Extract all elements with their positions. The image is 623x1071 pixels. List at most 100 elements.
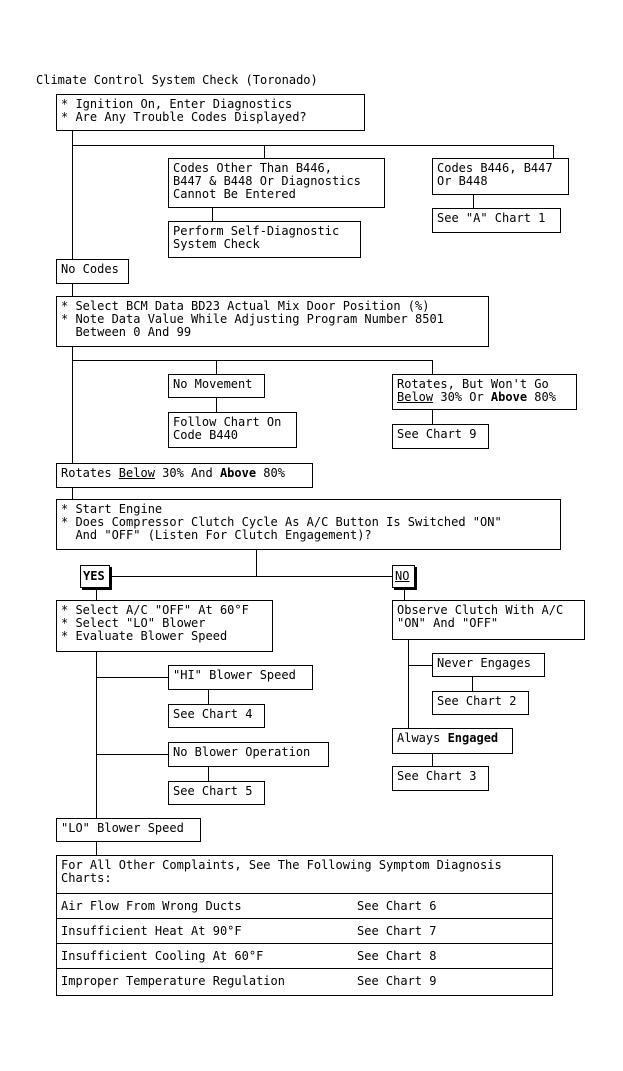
chart-ref-cell: See Chart 6 — [357, 899, 437, 913]
connector — [472, 677, 473, 691]
no-movement-box: No Movement — [168, 374, 265, 398]
see-a-chart1-box: See "A" Chart 1 — [432, 208, 561, 233]
text-line: YES — [83, 569, 105, 583]
connector — [473, 195, 474, 208]
complaint-cell: Improper Temperature Regulation — [61, 974, 285, 988]
below-text: Below — [397, 390, 434, 404]
chart-ref-cell: See Chart 7 — [357, 924, 437, 938]
connector — [96, 652, 97, 818]
see-chart2-box: See Chart 2 — [432, 691, 529, 715]
text-line: * Select BCM Data BD23 Actual Mix Door P… — [61, 299, 430, 313]
text-line: And "OFF" (Listen For Clutch Engagement)… — [61, 528, 372, 542]
no-blower-box: No Blower Operation — [168, 742, 329, 767]
text-line: * Ignition On, Enter Diagnostics — [61, 97, 293, 111]
above-text: Above — [219, 466, 257, 480]
connector — [96, 754, 168, 755]
text-line: Codes Other Than B446, — [173, 161, 332, 175]
connector — [264, 145, 265, 158]
text-fragment: 80% — [256, 466, 285, 480]
connector — [72, 131, 73, 259]
text-fragment: 80% — [527, 390, 556, 404]
connector — [72, 145, 554, 146]
text-line: * Select A/C "OFF" At 60°F — [61, 603, 249, 617]
chart-ref-cell: See Chart 9 — [357, 974, 437, 988]
connector — [553, 145, 554, 158]
connector — [208, 767, 209, 781]
text-fragment: Rotates — [61, 466, 119, 480]
text-fragment: Always — [397, 731, 448, 745]
step2-box: * Select BCM Data BD23 Actual Mix Door P… — [56, 296, 489, 347]
text-line: See Chart 5 — [173, 784, 253, 798]
lo-blower-box: "LO" Blower Speed — [56, 818, 201, 842]
codes-other-box: Codes Other Than B446, B447 & B448 Or Di… — [168, 158, 385, 208]
text-line: "HI" Blower Speed — [173, 668, 296, 682]
above-text: Above — [490, 390, 528, 404]
observe-clutch-box: Observe Clutch With A/C "ON" And "OFF" — [392, 600, 585, 640]
symptom-table: For All Other Complaints, See The Follow… — [56, 855, 553, 996]
see-chart9-box: See Chart 9 — [392, 424, 489, 449]
table-row: Improper Temperature Regulation See Chart… — [57, 968, 552, 993]
yes-label: YES — [80, 565, 110, 588]
chart-title: Climate Control System Check (Toronado) — [36, 73, 318, 87]
connector — [404, 588, 405, 600]
text-line: See Chart 4 — [173, 707, 253, 721]
text-line: See "A" Chart 1 — [437, 211, 546, 225]
table-row: Insufficient Heat At 90°F See Chart 7 — [57, 918, 552, 943]
connector — [96, 677, 168, 678]
symptom-table-header: For All Other Complaints, See The Follow… — [57, 856, 552, 893]
connector — [96, 842, 97, 855]
text-line: For All Other Complaints, See The Follow… — [61, 858, 502, 872]
text-line: * Evaluate Blower Speed — [61, 629, 228, 643]
text-line: No Codes — [61, 262, 119, 276]
follow-chart-box: Follow Chart On Code B440 — [168, 412, 297, 448]
perform-self-box: Perform Self-Diagnostic System Check — [168, 221, 361, 258]
text-line: System Check — [173, 237, 260, 251]
text-fragment: 30% And — [154, 466, 220, 480]
select-ac-box: * Select A/C "OFF" At 60°F * Select "LO"… — [56, 600, 273, 652]
text-line: * Are Any Trouble Codes Displayed? — [61, 110, 307, 124]
complaint-cell: Insufficient Heat At 90°F — [61, 924, 242, 938]
rotates-below-box: Rotates Below 30% And Above 80% — [56, 463, 313, 488]
text-line: * Note Data Value While Adjusting Progra… — [61, 312, 444, 326]
text-line: * Does Compressor Clutch Cycle As A/C Bu… — [61, 515, 502, 529]
text-line: NO — [395, 569, 410, 583]
connector — [216, 360, 217, 374]
step1-box: * Ignition On, Enter Diagnostics * Are A… — [56, 94, 365, 131]
step3-box: * Start Engine * Does Compressor Clutch … — [56, 499, 561, 550]
text-line: B447 & B448 Or Diagnostics — [173, 174, 361, 188]
connector — [208, 690, 209, 704]
text-line: See Chart 9 — [397, 427, 477, 441]
connector — [72, 347, 73, 463]
text-line: Never Engages — [437, 656, 531, 670]
text-line: Charts: — [61, 871, 112, 885]
engaged-text: Engaged — [447, 731, 499, 745]
text-line: Observe Clutch With A/C — [397, 603, 564, 617]
connector — [96, 588, 97, 600]
text-line: No Blower Operation — [173, 745, 311, 759]
connector — [216, 398, 217, 412]
see-chart5-box: See Chart 5 — [168, 781, 265, 805]
text-line: Cannot Be Entered — [173, 187, 296, 201]
text-fragment: 30% Or — [433, 390, 491, 404]
text-line: See Chart 2 — [437, 694, 517, 708]
connector — [110, 576, 392, 577]
text-line: Codes B446, B447 — [437, 161, 553, 175]
no-label: NO — [392, 565, 415, 588]
see-chart3-box: See Chart 3 — [392, 766, 489, 791]
rotates-wont-box: Rotates, But Won't Go Below 30% Or Above… — [392, 374, 577, 410]
connector — [432, 754, 433, 766]
no-codes-box: No Codes — [56, 259, 129, 284]
connector — [72, 488, 73, 499]
text-line: Or B448 — [437, 174, 488, 188]
codes-b446-box: Codes B446, B447 Or B448 — [432, 158, 569, 195]
see-chart4-box: See Chart 4 — [168, 704, 265, 728]
always-engaged-box: Always Engaged — [392, 728, 513, 754]
connector — [72, 284, 73, 296]
connector — [256, 550, 257, 576]
text-line: Follow Chart On — [173, 415, 282, 429]
connector — [432, 360, 433, 374]
text-line: * Start Engine — [61, 502, 163, 516]
text-line: "LO" Blower Speed — [61, 821, 184, 835]
complaint-cell: Insufficient Cooling At 60°F — [61, 949, 264, 963]
